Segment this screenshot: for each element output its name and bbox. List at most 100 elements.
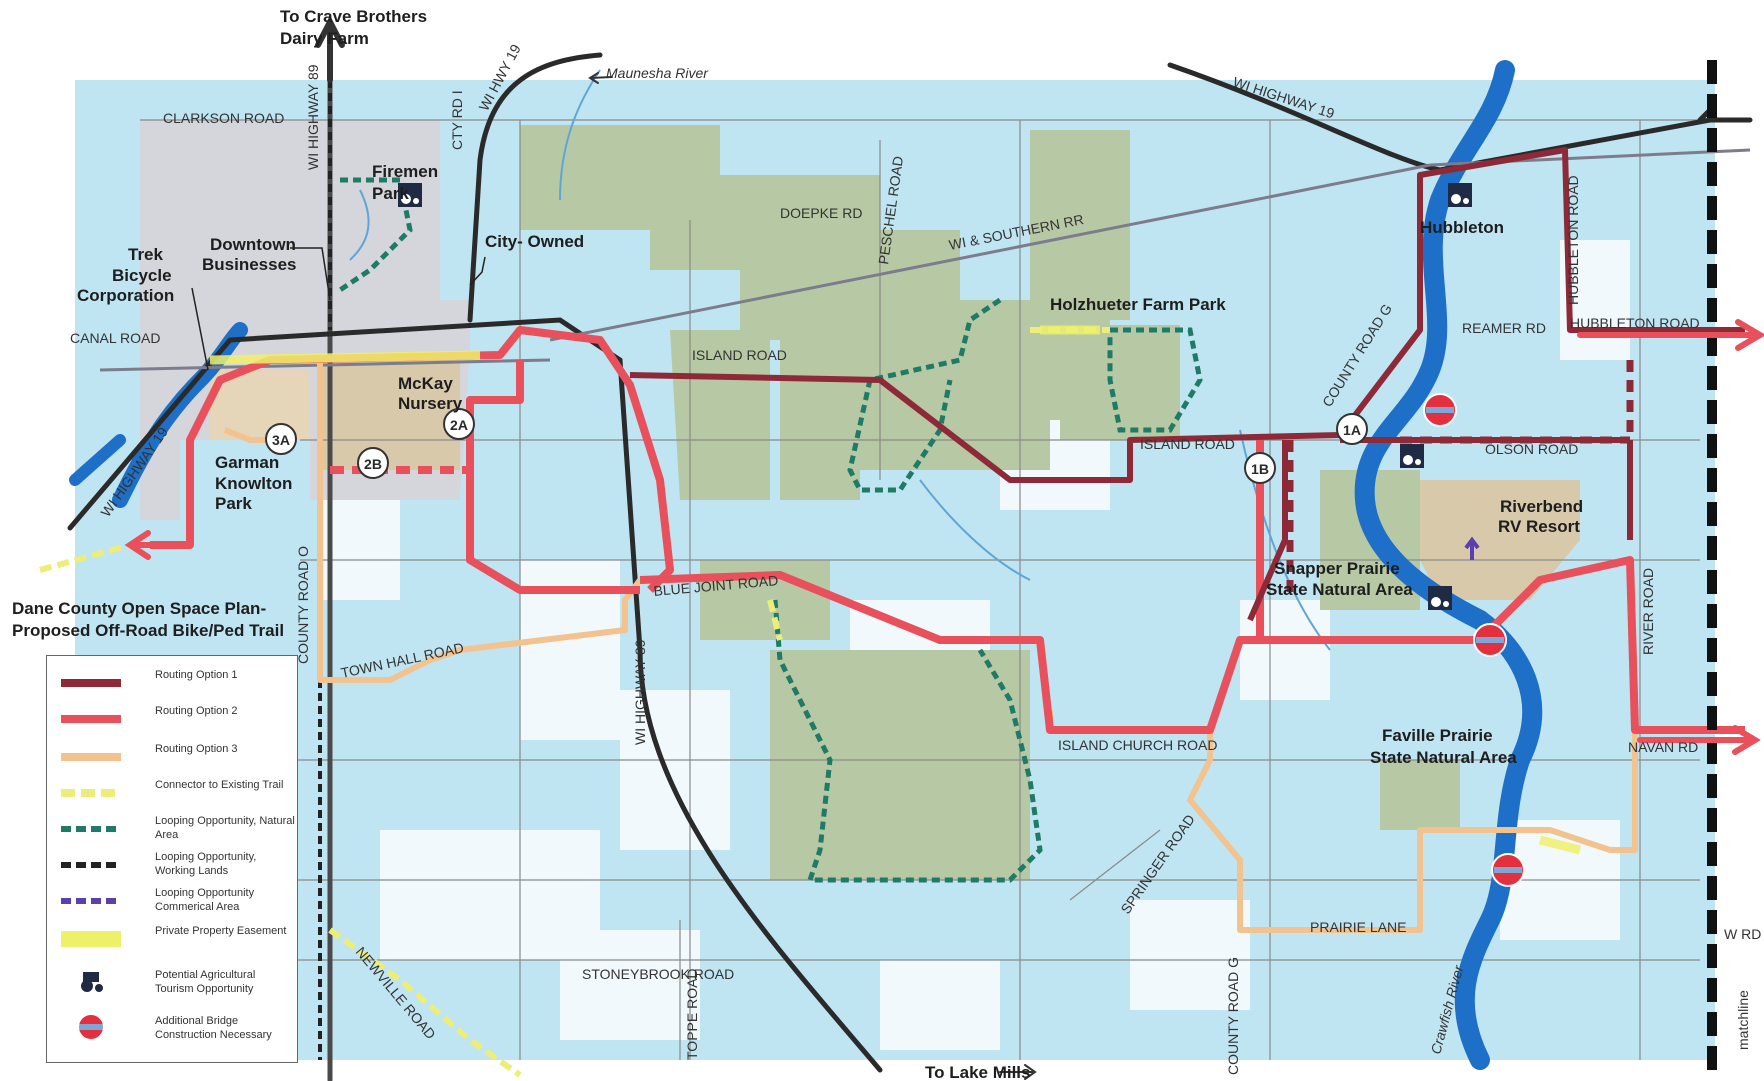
tractor-icons — [398, 183, 1472, 610]
label-island-church-road: ISLAND CHURCH ROAD — [1058, 737, 1217, 753]
arrow-north-89 — [315, 15, 345, 83]
arrow-west-dane — [124, 530, 153, 560]
legend-label: Looping Opportunity, Working Lands — [155, 851, 257, 877]
legend-item-agri-tourism: Potential Agricultural Tourism Opportuni… — [61, 966, 291, 1000]
leader-lines — [191, 247, 486, 371]
label-snapper-state: State Natural Area — [1266, 580, 1413, 599]
label-county-road-g-south: COUNTY ROAD G — [1225, 957, 1241, 1075]
label-prairie-lane: PRAIRIE LANE — [1310, 919, 1406, 935]
label-holzhueter: Holzhueter Farm Park — [1050, 295, 1226, 314]
label-garman: Garman — [215, 453, 279, 472]
label-island-road-2: ISLAND ROAD — [1140, 436, 1235, 452]
label-reamer-rd: REAMER RD — [1462, 320, 1546, 336]
callout-2a: 2A — [443, 408, 475, 440]
legend-item-easement: Private Property Easement — [61, 922, 291, 956]
callout-2b: 2B — [357, 447, 389, 479]
legend-swatch-option-2 — [61, 715, 121, 723]
loop-working-lands — [318, 80, 332, 1060]
loop-natural-area — [338, 177, 1203, 883]
label-knowlton: Knowlton — [215, 474, 292, 493]
callout-3a-label: 3A — [272, 432, 290, 448]
label-river-road: RIVER ROAD — [1640, 568, 1656, 655]
label-dairy-farm: Dairy Farm — [280, 29, 369, 48]
label-firemen: Firemen — [372, 162, 438, 181]
callout-3a: 3A — [265, 423, 297, 455]
legend-label: Potential Agricultural Tourism Opportuni… — [155, 969, 256, 995]
legend-label: Connector to Existing Trail — [155, 779, 284, 791]
label-canal-road: CANAL ROAD — [70, 330, 161, 346]
local-roads — [120, 119, 1700, 1060]
label-knowlton-park: Park — [215, 494, 252, 513]
tractor-icon — [61, 970, 121, 994]
legend-swatch-option-1 — [61, 679, 121, 687]
legend-label: Routing Option 3 — [155, 743, 238, 755]
callouts: 1A 1B 2A 2B 3A — [265, 408, 1368, 484]
legend-swatch-loop-natural — [61, 826, 121, 832]
label-hubbleton: Hubbleton — [1420, 218, 1504, 237]
bridge-icons — [1423, 393, 1525, 887]
label-county-road-o: COUNTY ROAD O — [295, 546, 311, 664]
legend-swatch-option-3 — [61, 753, 121, 761]
legend-item-bridge: Additional Bridge Construction Necessary — [61, 1012, 291, 1046]
tractor-icon — [398, 183, 422, 207]
legend-item-loop-natural: Looping Opportunity, Natural Area — [61, 812, 295, 846]
legend-item-connector: Connector to Existing Trail — [61, 776, 291, 810]
label-corporation: Corporation — [77, 286, 174, 305]
label-dane-county-2: Proposed Off-Road Bike/Ped Trail — [12, 621, 284, 640]
legend-item-loop-commercial: Looping Opportunity Commerical Area — [61, 884, 291, 918]
callout-1b: 1B — [1244, 452, 1276, 484]
bridge-icon — [1491, 853, 1525, 887]
arrow-maunesha — [588, 72, 613, 84]
legend-swatch-loop-working — [61, 862, 121, 868]
callout-1a-label: 1A — [1343, 422, 1361, 438]
legend-swatch-easement — [61, 931, 121, 947]
arrow-lake-mills — [999, 1064, 1037, 1080]
label-doepke-rd: DOEPKE RD — [780, 205, 862, 221]
arrows — [124, 15, 1764, 1080]
label-faville: Faville Prairie — [1382, 726, 1493, 745]
legend-label: Looping Opportunity Commerical Area — [155, 887, 255, 913]
label-dane-county-1: Dane County Open Space Plan- — [12, 599, 266, 618]
riverbend-area — [1420, 480, 1580, 600]
callout-2a-label: 2A — [450, 417, 468, 433]
callout-1a: 1A — [1336, 413, 1368, 445]
legend-label: Private Property Easement — [155, 925, 287, 937]
legend-swatch-connector — [61, 789, 121, 797]
label-stoneybrook-road: STONEYBROOK ROAD — [582, 966, 734, 982]
commercial-loop-marker — [1464, 536, 1480, 560]
label-clarkson-road: CLARKSON ROAD — [163, 110, 284, 126]
label-mckay: McKay — [398, 374, 453, 393]
label-trek: Trek — [128, 245, 164, 264]
callout-1b-label: 1B — [1251, 461, 1269, 477]
label-maunesha-river: Maunesha River — [606, 65, 709, 81]
label-matchline: matchline — [1735, 990, 1751, 1050]
tractor-icon — [1448, 183, 1472, 207]
legend-label: Looping Opportunity, Natural Area — [155, 815, 295, 841]
route-option-1-dashed — [1286, 360, 1634, 600]
label-riverbend: Riverbend — [1500, 497, 1583, 516]
label-businesses: Businesses — [202, 255, 297, 274]
label-snapper: Snapper Prairie — [1274, 559, 1400, 578]
legend-swatch-loop-commercial — [61, 898, 121, 904]
legend-item-option-1: Routing Option 1 — [61, 666, 291, 700]
label-faville-state: State Natural Area — [1370, 748, 1517, 767]
label-rv-resort: RV Resort — [1498, 517, 1580, 536]
tractor-icon — [1428, 586, 1452, 610]
legend-item-loop-working: Looping Opportunity, Working Lands — [61, 848, 291, 882]
legend-label: Routing Option 1 — [155, 669, 238, 681]
private-easements — [209, 325, 1582, 855]
label-downtown: Downtown — [210, 235, 296, 254]
label-w-rd: W RD — [1724, 926, 1761, 942]
label-olson-road: OLSON ROAD — [1485, 441, 1578, 457]
legend-item-option-3: Routing Option 3 — [61, 740, 291, 774]
label-hubbleton-road-horizontal: HUBBLETON ROAD — [1570, 315, 1700, 331]
label-nursery: Nursery — [398, 394, 463, 413]
label-firemen-park: Park — [372, 184, 409, 203]
urban-area — [140, 120, 470, 520]
label-lake-mills: To Lake Mills — [925, 1063, 1031, 1081]
label-wi-highway-89-south: WI HIGHWAY 89 — [632, 639, 648, 745]
legend-item-option-2: Routing Option 2 — [61, 702, 291, 736]
label-bicycle: Bicycle — [112, 266, 172, 285]
label-toppe-road: TOPPE ROAD — [684, 968, 700, 1060]
